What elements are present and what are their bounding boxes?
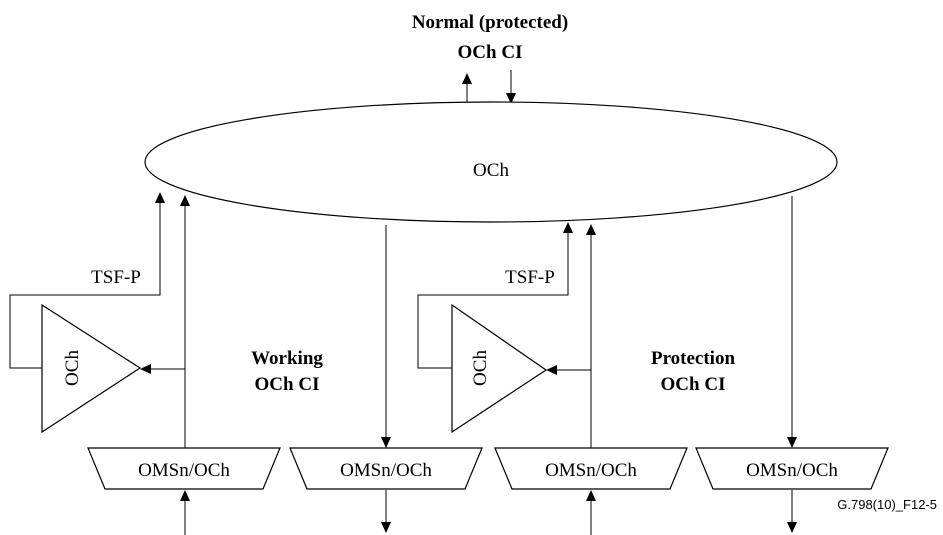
top-label-line2: OCh CI <box>458 42 523 63</box>
right-tsf-p-label: TSF-P <box>505 267 555 288</box>
left-tsf-p-line <box>9 192 165 369</box>
omsn-och-block-4: OMSn/OCh <box>695 447 889 490</box>
protection-output-line <box>787 196 797 448</box>
omsn-och-block-2-label: OMSn/OCh <box>340 460 432 481</box>
working-label-line1: Working <box>251 348 323 369</box>
right-selector-triangle <box>451 303 548 434</box>
left-tsf-p-label: TSF-P <box>91 267 141 288</box>
figure-id: G.798(10)_F12-5 <box>837 497 937 512</box>
omsn-och-block-4-label: OMSn/OCh <box>746 460 838 481</box>
left-selector-label: OCh <box>62 350 83 386</box>
top-label-line1: Normal (protected) <box>412 12 568 33</box>
omsn-och-block-3: OMSn/OCh <box>494 447 688 490</box>
omsn-och-block-1: OMSn/OCh <box>87 447 281 490</box>
bottom-arrow-3 <box>586 490 596 535</box>
protection-label-line2: OCh CI <box>661 374 726 395</box>
protection-label-line1: Protection <box>651 348 735 369</box>
left-selector-triangle <box>41 303 142 434</box>
bottom-arrow-1 <box>180 490 190 535</box>
right-protection-signal-line <box>546 224 596 448</box>
bottom-arrow-4 <box>787 490 797 533</box>
working-output-line <box>381 225 391 448</box>
working-label-line2: OCh CI <box>255 374 320 395</box>
omsn-och-block-1-label: OMSn/OCh <box>138 460 230 481</box>
right-tsf-p-line <box>417 222 573 369</box>
bottom-arrow-2 <box>381 490 391 533</box>
right-selector-label: OCh <box>470 350 491 386</box>
left-working-signal-line <box>140 195 190 448</box>
top-output-arrow <box>462 73 472 103</box>
och-ellipse-label: OCh <box>473 160 509 181</box>
omsn-och-block-3-label: OMSn/OCh <box>545 460 637 481</box>
och-connection-ellipse <box>144 101 838 223</box>
top-input-arrow <box>506 70 516 104</box>
omsn-och-block-2: OMSn/OCh <box>289 447 483 490</box>
